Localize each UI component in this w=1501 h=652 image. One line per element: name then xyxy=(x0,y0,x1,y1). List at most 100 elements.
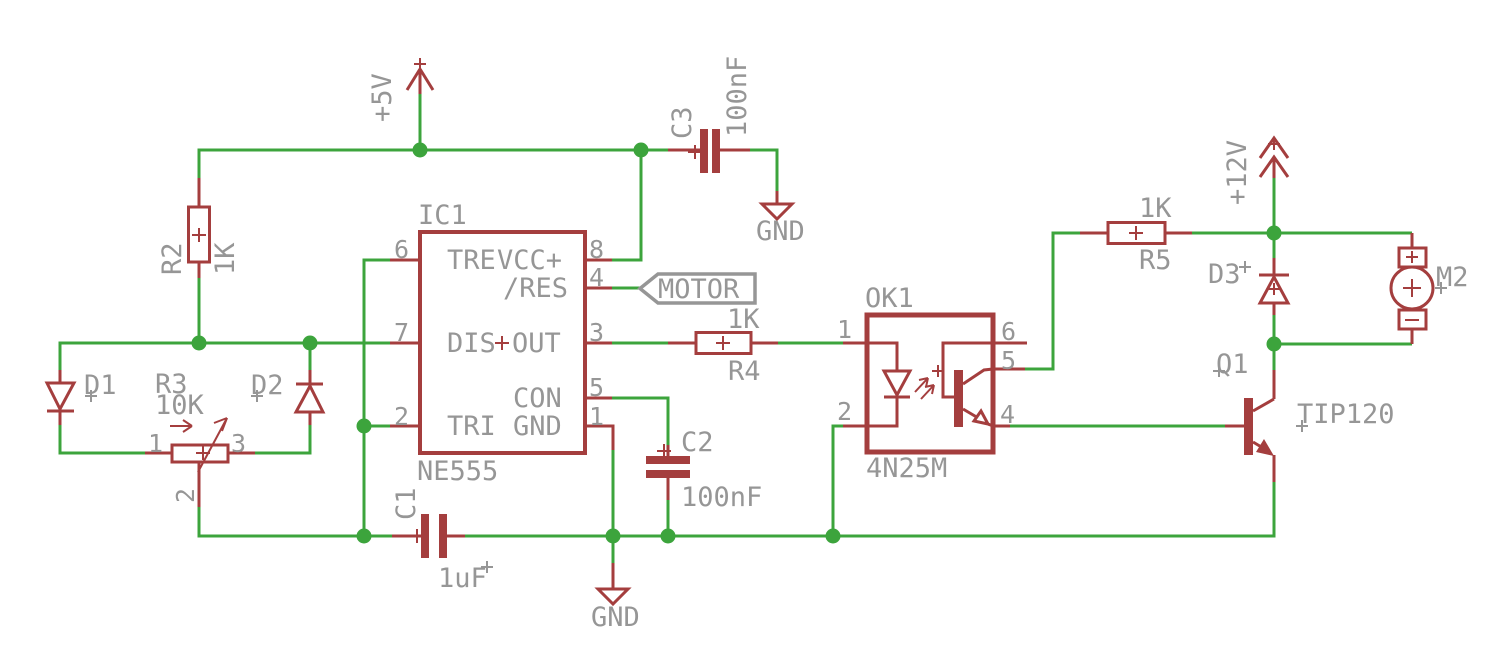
resistor-R4[interactable] xyxy=(668,331,778,355)
wire-pot-wiper-bottom xyxy=(197,507,392,538)
m2-center-plus xyxy=(1403,279,1421,297)
ic1-pin-num-1: 1 xyxy=(589,402,605,431)
vcc12-label: +12V xyxy=(1222,139,1253,205)
c2-ref-label: C2 xyxy=(681,427,714,458)
vcc5-symbol[interactable] xyxy=(405,58,435,94)
resistor-R5[interactable] xyxy=(1080,221,1192,245)
junction xyxy=(1266,225,1282,241)
motor-M2[interactable] xyxy=(1389,233,1435,344)
vcc12-chevron-2 xyxy=(1258,154,1290,178)
d3-origin-cross xyxy=(1268,283,1280,295)
ok1-body[interactable] xyxy=(864,312,996,455)
ok1-pin-num-6: 6 xyxy=(1001,317,1017,346)
ic1-pin-num-2: 2 xyxy=(394,402,410,431)
gnd-symbol-bottom[interactable] xyxy=(594,563,632,607)
motor-net-flag[interactable] xyxy=(637,272,757,305)
c2-value-label: 100nF xyxy=(681,482,763,513)
ic1-pin-num-5: 5 xyxy=(589,373,605,402)
d1-label-cross xyxy=(85,390,97,402)
q1-base-bar[interactable] xyxy=(1244,398,1253,455)
capacitor-C3[interactable] xyxy=(668,129,750,173)
ic1-origin-cross xyxy=(495,336,509,350)
q1-value-label: TIP120 xyxy=(1297,399,1395,430)
ic1-pin-name-gnd: GND xyxy=(513,411,562,442)
ic1-pin1 xyxy=(585,424,615,450)
junction xyxy=(605,528,621,544)
junction xyxy=(1266,336,1282,352)
gnd-symbol-top[interactable] xyxy=(758,191,796,222)
ic1-pin-name-vcc: VCC+ xyxy=(497,245,563,276)
c1-plate-right[interactable] xyxy=(439,514,447,558)
ok1-base-bar xyxy=(954,370,963,427)
transistor-Q1-tip120[interactable] xyxy=(1225,370,1276,482)
r4-ref-label: R4 xyxy=(728,356,761,387)
c1-value-label-cross xyxy=(481,561,493,573)
optocoupler-OK1[interactable] xyxy=(843,312,1027,455)
ok1-emitter-to-pin4 xyxy=(987,422,994,428)
r2-value-label: 1K xyxy=(210,242,241,275)
diode-D3[interactable] xyxy=(1257,258,1291,315)
junction xyxy=(356,418,372,434)
c3-plate-right[interactable] xyxy=(712,129,720,173)
r2-ref-label: R2 xyxy=(157,242,188,275)
net-wires xyxy=(58,94,1412,563)
wire-vcc5-rail xyxy=(197,148,641,178)
vcc12-origin-cross xyxy=(1268,138,1280,150)
ic1-pin-num-8: 8 xyxy=(589,235,605,264)
m2-label-cross xyxy=(1435,282,1447,294)
c1-plate-left[interactable] xyxy=(421,514,429,558)
c3-ref-label: C3 xyxy=(667,106,698,139)
wire-ok1-pin2-gnd xyxy=(831,424,843,536)
ok1-emitter-arrowhead xyxy=(971,408,991,427)
ic1-pin-name-out: OUT xyxy=(512,328,561,359)
motor-flag-outline[interactable] xyxy=(637,272,757,305)
r4-value-label: 1K xyxy=(727,304,760,335)
d2-triangle[interactable] xyxy=(293,382,326,414)
resistor-R2[interactable] xyxy=(187,178,211,278)
q1-emitter-arrowhead xyxy=(1256,439,1274,456)
capacitor-C1[interactable] xyxy=(392,514,465,558)
diode-D1[interactable] xyxy=(44,370,77,425)
ic-IC1-ne555[interactable] xyxy=(390,230,615,455)
r3-adjust-arrow xyxy=(170,419,193,433)
r3-pin-num-3: 3 xyxy=(231,429,247,458)
ic1-pin-name-tre: TRE xyxy=(447,245,496,276)
wire-c3-right-gnd xyxy=(750,148,779,191)
vcc12-symbol[interactable] xyxy=(1258,135,1290,178)
junction xyxy=(412,142,428,158)
c2-plate-bottom[interactable] xyxy=(646,470,690,478)
wire-dis-rail xyxy=(58,341,390,370)
ok1-pin-num-4: 4 xyxy=(1000,400,1016,429)
c2-origin-cross xyxy=(657,444,671,458)
vcc5-label: +5V xyxy=(367,73,398,122)
r3-pin-num-1: 1 xyxy=(148,429,164,458)
d1-triangle[interactable] xyxy=(44,381,77,413)
wire-vcc-riser-pin8 xyxy=(612,150,643,262)
diode-D2[interactable] xyxy=(293,370,326,425)
c1-ref-label: C1 xyxy=(391,487,422,520)
gnd-top-label: GND xyxy=(756,216,805,247)
vcc5-origin-cross xyxy=(414,58,426,70)
gnd-bottom-label: GND xyxy=(591,602,640,633)
label-origin-crosses xyxy=(85,261,1447,573)
ok1-led-anode-path xyxy=(867,341,899,371)
c3-value-label: 100nF xyxy=(722,55,753,137)
potentiometer-R3[interactable] xyxy=(145,417,255,507)
ok1-light-arrow-1 xyxy=(914,377,929,393)
ic1-pin-num-7: 7 xyxy=(394,318,410,347)
c2-plate-top[interactable] xyxy=(646,456,690,464)
c3-plate-left[interactable] xyxy=(700,129,708,173)
m2-plus-mark xyxy=(1406,251,1418,263)
junction xyxy=(302,335,318,351)
d3-label-cross xyxy=(1239,261,1251,273)
q1-label-cross xyxy=(1213,365,1225,377)
vcc5-arrow xyxy=(405,68,435,91)
ic1-pin-num-6: 6 xyxy=(394,235,410,264)
capacitor-C2[interactable] xyxy=(646,444,690,500)
junction xyxy=(825,528,841,544)
junction xyxy=(191,335,207,351)
ok1-collector-path xyxy=(962,367,994,386)
r3-wiper-shaft xyxy=(197,417,228,473)
junction xyxy=(633,142,649,158)
